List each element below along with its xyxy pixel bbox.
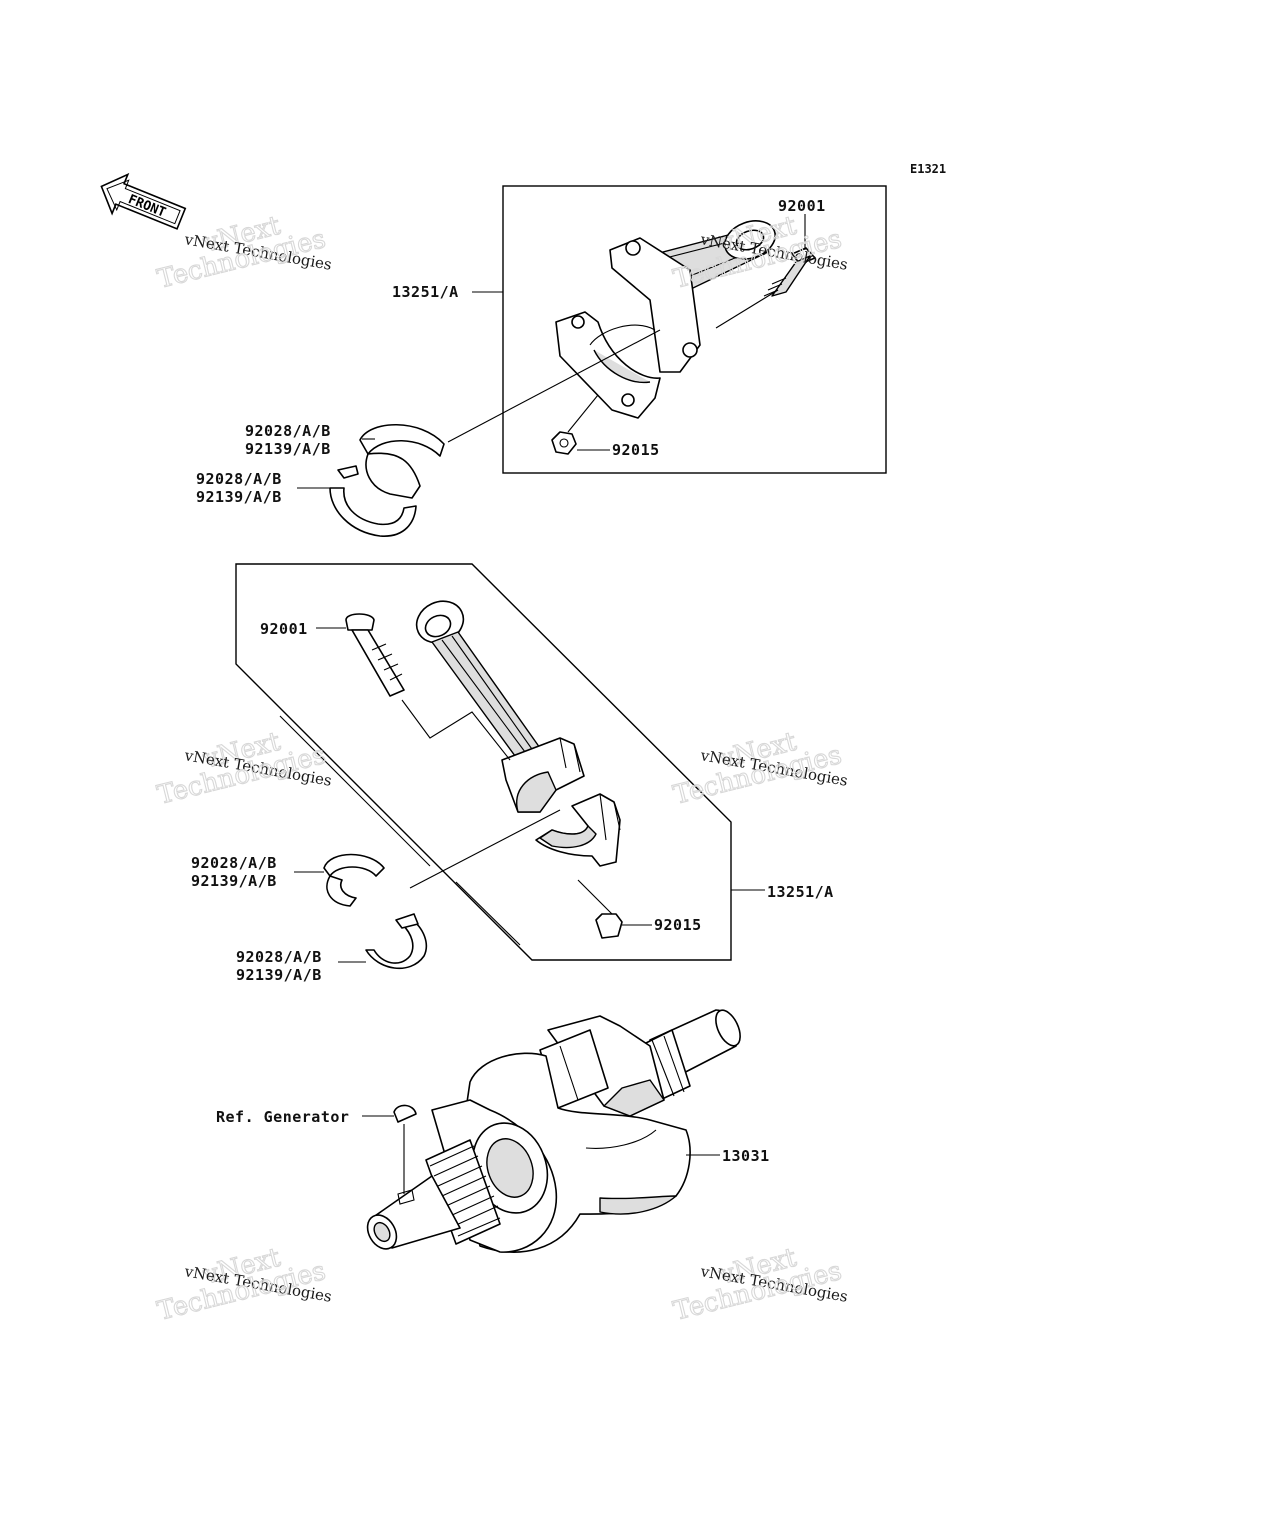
top-bolt <box>763 214 816 297</box>
middle-bolt-label: 92001 <box>260 620 308 638</box>
front-arrow-icon: FRONT <box>100 172 187 230</box>
middle-bolt <box>316 613 511 761</box>
woodruff-key <box>362 1104 417 1194</box>
bearing-b2-label: 92139/A/B <box>196 488 282 506</box>
watermark-5: vNext vNext Technologies Technologies <box>154 1242 333 1327</box>
bearing-c1-label: 92028/A/B <box>191 854 277 872</box>
middle-nut-label: 92015 <box>654 916 702 934</box>
middle-bearing-upper <box>294 853 385 907</box>
middle-assembly-frame <box>235 563 732 961</box>
top-nut <box>551 394 610 455</box>
top-connecting-rod <box>555 220 776 419</box>
middle-rod-label: 13251/A <box>767 883 834 901</box>
top-assembly-frame <box>502 185 887 474</box>
top-bearing-upper <box>359 424 445 499</box>
middle-rod-cap <box>535 793 621 867</box>
watermark-4: vNext vNext Technologies Technologies <box>670 726 849 811</box>
bearing-a1-label: 92028/A/B <box>245 422 331 440</box>
crankshaft <box>366 1009 741 1253</box>
bearing-c2-label: 92139/A/B <box>191 872 277 890</box>
top-rod-label: 13251/A <box>392 283 459 301</box>
watermark-3: vNext vNext Technologies Technologies <box>154 726 333 811</box>
generator-ref-label: Ref. Generator <box>216 1108 349 1126</box>
crankshaft-label: 13031 <box>722 1147 770 1165</box>
middle-bearing-lower <box>338 913 428 970</box>
bearing-d2-label: 92139/A/B <box>236 966 322 984</box>
middle-nut <box>577 879 652 939</box>
top-bolt-label: 92001 <box>778 197 826 215</box>
bearing-d1-label: 92028/A/B <box>236 948 322 966</box>
top-bearing-lower <box>297 465 417 537</box>
bearing-a2-label: 92139/A/B <box>245 440 331 458</box>
watermark-6: vNext vNext Technologies Technologies <box>670 1242 849 1327</box>
middle-connecting-rod <box>415 600 585 813</box>
bearing-b1-label: 92028/A/B <box>196 470 282 488</box>
diagram-code: E1321 <box>910 162 946 176</box>
top-nut-label: 92015 <box>612 441 660 459</box>
watermark-1: vNext vNext Technologies Technologies <box>154 210 333 295</box>
